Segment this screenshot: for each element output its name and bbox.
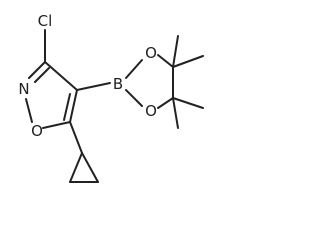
bond-methyl-1: [172, 35, 179, 68]
bond-c3-n-double: [28, 61, 46, 79]
bond-c3-n-double-2: [34, 67, 50, 83]
atom-label-o-ring: O: [31, 122, 43, 140]
bond-c4-b: [76, 82, 111, 91]
bond-methyl-4: [172, 97, 179, 129]
atom-label-b: B: [113, 75, 123, 93]
bond-cp-left: [69, 152, 83, 183]
bond-cp-right: [81, 152, 99, 183]
bond-o-c5: [42, 121, 71, 129]
atom-label-o-upper: O: [145, 44, 157, 62]
atom-label-n: N: [18, 80, 29, 98]
atom-label-o-lower: O: [145, 102, 157, 120]
bond-b-o-upper: [125, 59, 143, 79]
atom-label-cl: Cl: [38, 12, 53, 30]
bond-o-lower-c: [157, 97, 174, 109]
bond-n-o: [25, 98, 33, 123]
bond-b-o-lower: [125, 89, 143, 107]
bond-c4-c5: [69, 89, 78, 123]
structure-diagram: Cl N O B O O: [18, 12, 204, 183]
bond-c3-c4: [44, 61, 78, 91]
atom-labels: Cl N O B O O: [18, 12, 157, 140]
bond-methyl-2: [172, 55, 204, 68]
bond-methyl-3: [172, 97, 204, 109]
bond-c4-c5-double: [63, 93, 71, 121]
bond-c5-cyclopropyl: [69, 121, 83, 154]
bonds: [25, 29, 204, 183]
bond-o-upper-c: [157, 54, 174, 68]
